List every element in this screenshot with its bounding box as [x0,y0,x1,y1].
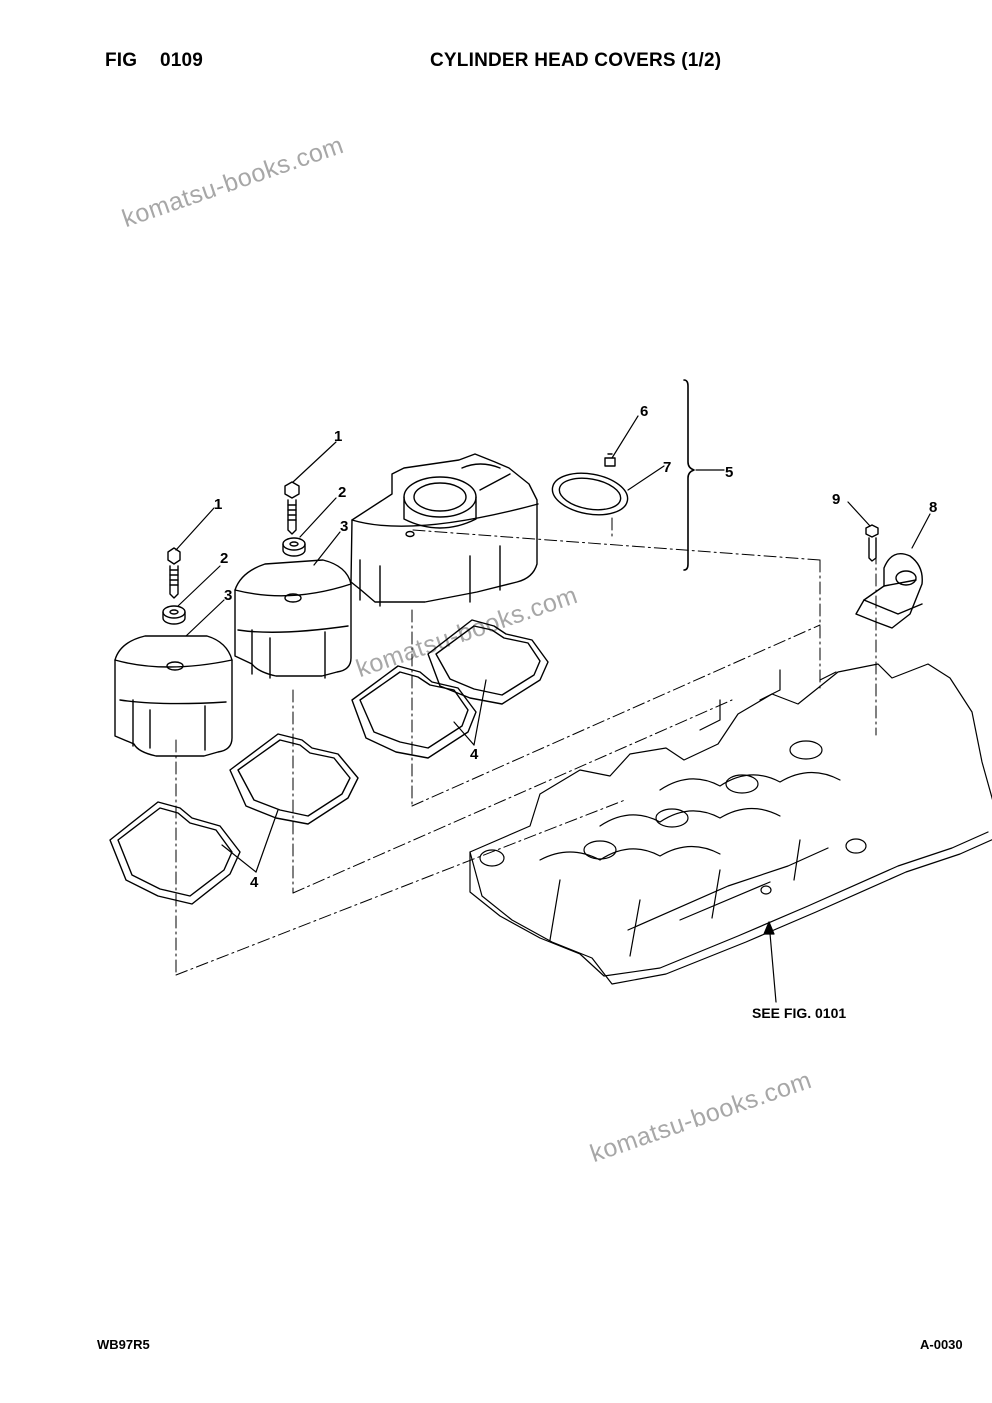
bolt-bracket [865,524,879,562]
gasket-bottom-left [109,801,241,905]
alignment-lines [175,517,877,976]
oring-seal [551,472,629,516]
footer-page-number: A-0030 [920,1337,963,1352]
callout-2-center: 2 [338,484,346,501]
figure-number: 0109 [160,50,204,71]
see-fig-reference: SEE FIG. 0101 [752,1005,847,1021]
callout-3-center: 3 [340,518,348,535]
callout-3-left: 3 [224,587,232,604]
mounting-bracket [855,553,923,629]
page-title: CYLINDER HEAD COVERS (1/2) [430,50,722,71]
fig-prefix: FIG [105,50,138,71]
gasket-top-left [351,665,477,759]
bolt-center [284,481,300,535]
leader-lines [175,415,931,1003]
group-brace [683,379,695,571]
callout-8: 8 [929,499,937,516]
washer-left [162,605,186,625]
footer-model: WB97R5 [97,1337,150,1352]
figure-label: FIG [105,50,137,72]
callout-6: 6 [640,403,648,420]
head-cover-center [234,559,352,679]
cylinder-head-block [469,663,992,985]
callout-2-left: 2 [220,550,228,567]
gasket-bottom-center [229,733,359,825]
callout-1-center: 1 [334,428,342,445]
callout-4-upper: 4 [470,746,479,763]
gasket-top-right [427,619,549,705]
callout-5: 5 [725,464,733,481]
callout-1-left: 1 [214,496,222,513]
washer-center [282,537,306,557]
head-cover-right-breather [350,453,539,607]
head-cover-left [114,635,233,757]
callout-numbers: 1 2 3 1 2 3 4 4 5 6 7 8 9 [214,403,937,891]
bolt-left [167,547,181,599]
callout-4-lower: 4 [250,874,259,891]
callout-7: 7 [663,459,671,476]
callout-9: 9 [832,491,840,508]
